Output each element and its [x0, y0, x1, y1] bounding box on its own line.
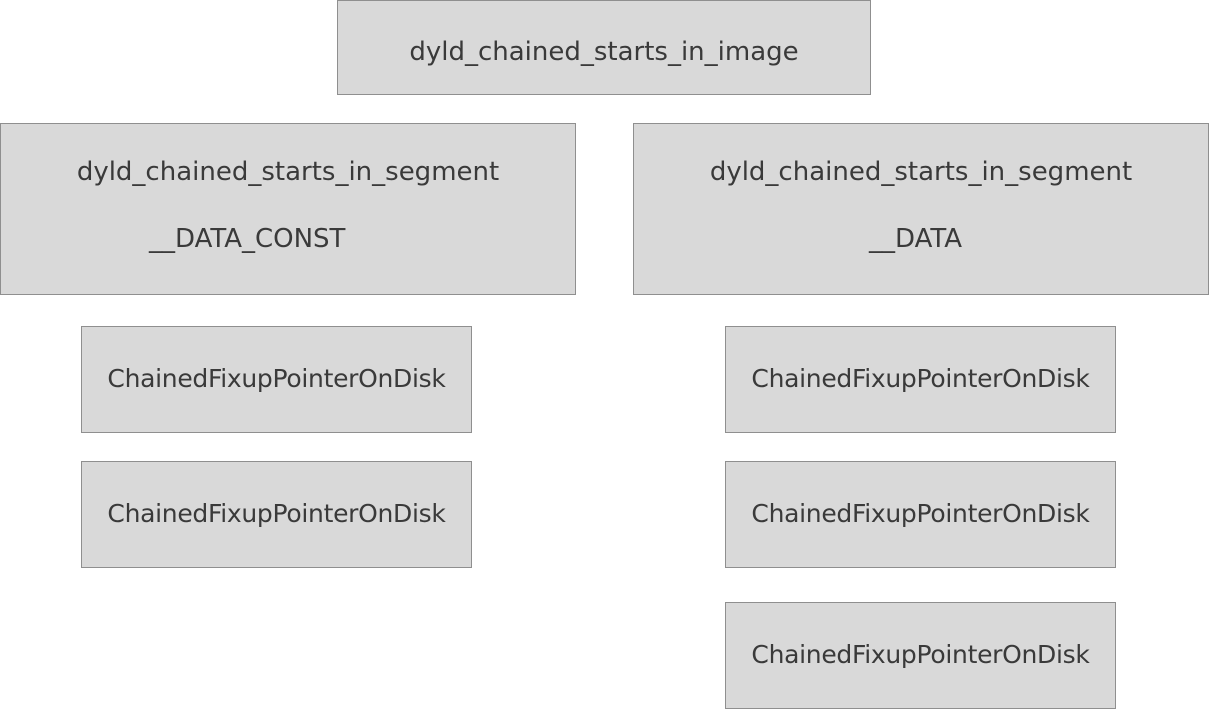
segment-data-box: dyld_chained_starts_in_segment __DATA: [633, 123, 1209, 295]
segment-data-label: dyld_chained_starts_in_segment: [709, 157, 1133, 187]
data-const-pointer-2: ChainedFixupPointerOnDisk: [81, 461, 472, 568]
pointer-label: ChainedFixupPointerOnDisk: [107, 499, 446, 528]
pointer-label: ChainedFixupPointerOnDisk: [107, 364, 446, 393]
starts-in-image-label: dyld_chained_starts_in_image: [409, 37, 799, 67]
data-pointer-2: ChainedFixupPointerOnDisk: [725, 461, 1116, 568]
pointer-label: ChainedFixupPointerOnDisk: [751, 499, 1090, 528]
starts-in-image-box: dyld_chained_starts_in_image: [337, 0, 871, 95]
data-pointer-3: ChainedFixupPointerOnDisk: [725, 602, 1116, 709]
segment-data-const-box: dyld_chained_starts_in_segment __DATA_CO…: [0, 123, 576, 295]
data-pointer-1: ChainedFixupPointerOnDisk: [725, 326, 1116, 433]
data-const-pointer-1: ChainedFixupPointerOnDisk: [81, 326, 472, 433]
segment-data-const-label: dyld_chained_starts_in_segment: [76, 157, 500, 187]
segment-data-name: __DATA: [869, 224, 962, 254]
pointer-label: ChainedFixupPointerOnDisk: [751, 640, 1090, 669]
segment-data-const-name: __DATA_CONST: [149, 224, 346, 254]
pointer-label: ChainedFixupPointerOnDisk: [751, 364, 1090, 393]
